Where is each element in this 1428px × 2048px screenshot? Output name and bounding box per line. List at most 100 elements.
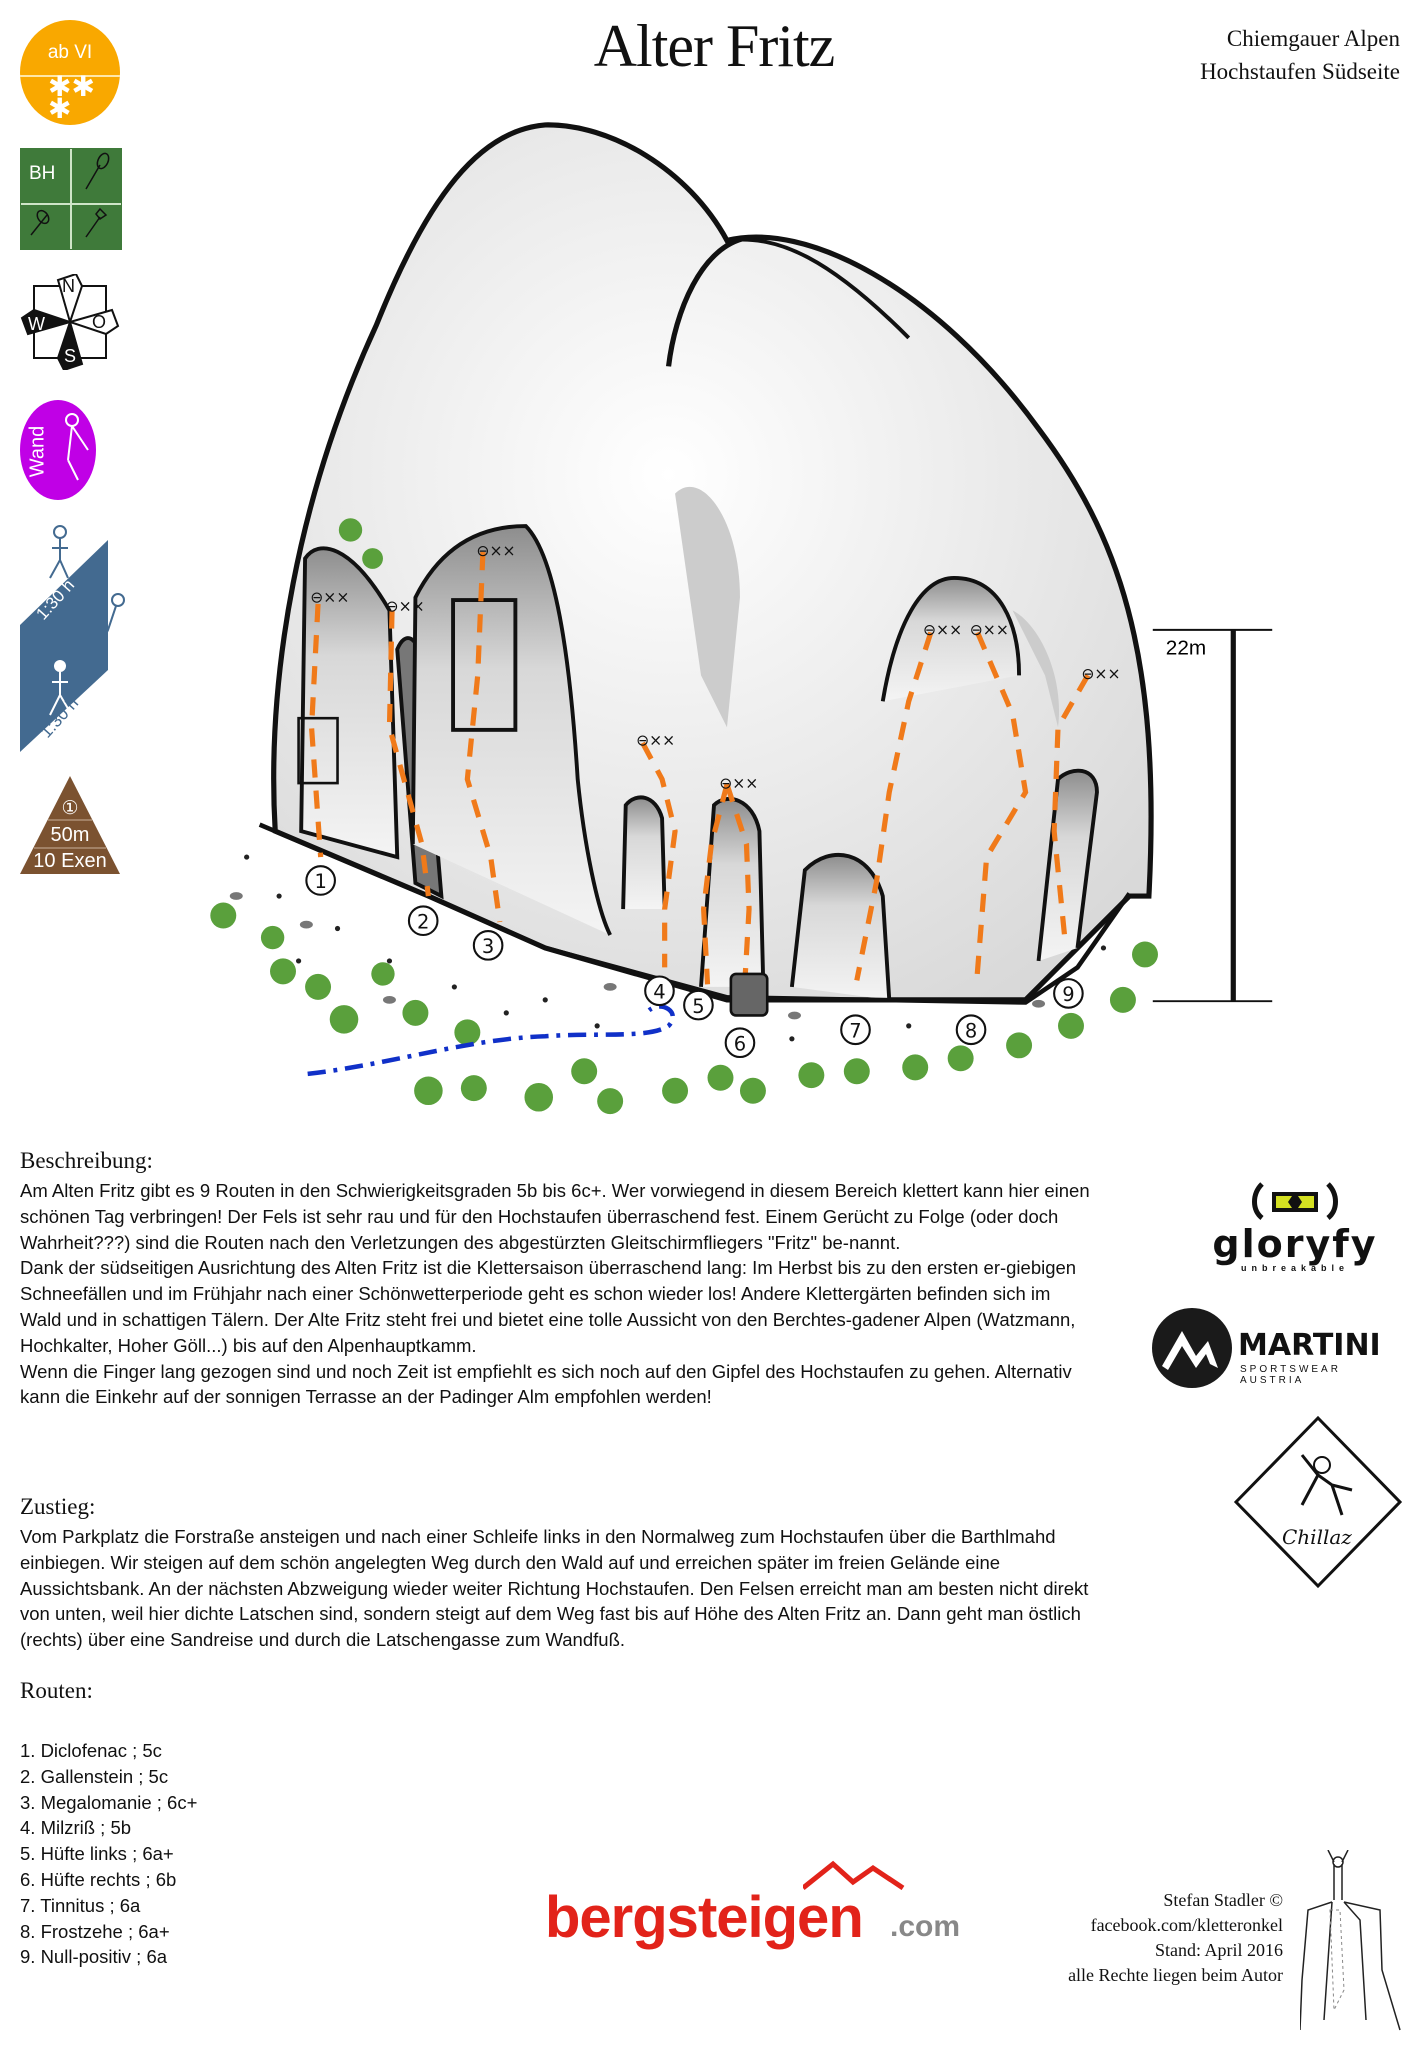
svg-text:⊖××: ⊖××	[923, 621, 962, 639]
rope-length: 50m	[50, 824, 90, 846]
svg-text:⊖××: ⊖××	[310, 589, 349, 607]
route-number-8[interactable]: 8	[965, 1020, 977, 1043]
belay-anchors: ⊖×× ⊖×× ⊖×× ⊖×× ⊖×× ⊖×× ⊖×× ⊖××	[310, 542, 1120, 792]
boulder	[729, 972, 769, 1017]
description-paragraph-2: Dank der südseitigen Ausrichtung des Alt…	[20, 1257, 1077, 1356]
chillaz-logo: Chillaz	[1232, 1415, 1404, 1589]
description-paragraph-3: Wenn die Finger lang gezogen sind und no…	[20, 1360, 1072, 1408]
route-number-4[interactable]: 4	[653, 981, 665, 1004]
route-number-5[interactable]: 5	[692, 995, 704, 1018]
bushes	[210, 518, 1158, 1115]
mountain-icon	[803, 1860, 905, 1890]
height-label: 22m	[1166, 637, 1206, 660]
svg-text:⊖××: ⊖××	[386, 598, 425, 616]
gear-triangle	[20, 776, 120, 874]
route-number-9[interactable]: 9	[1062, 983, 1074, 1006]
route-item: 5. Hüfte links ; 6a+	[20, 1843, 174, 1865]
gloryfy-tagline: unbreakable	[1240, 1263, 1350, 1273]
bergsteigen-name: bergsteigen	[545, 1885, 864, 1950]
compass-n: N	[62, 276, 75, 296]
route-item: 7. Tinnitus ; 6a	[20, 1894, 141, 1916]
bergsteigen-suffix: .com	[890, 1910, 961, 1943]
route-item: 2. Gallenstein ; 5c	[20, 1765, 169, 1787]
svg-text:⊖××: ⊖××	[1081, 665, 1120, 683]
quickdraw-count: 10 Exen	[33, 850, 107, 872]
route-lines	[308, 551, 1091, 988]
topo-drawing: ⊖×× ⊖×× ⊖×× ⊖×× ⊖×× ⊖×× ⊖×× ⊖×× 22m 1 2	[210, 122, 1273, 1115]
rating-stars-icon: ✱✱ ✱	[48, 71, 95, 124]
route-number-1[interactable]: 1	[314, 870, 326, 893]
routes-list: 1. Diclofenac ; 5c 2. Gallenstein ; 5c 3…	[20, 1738, 197, 1970]
summit-climber-icon	[1300, 1850, 1401, 2031]
route-item: 4. Milzriß ; 5b	[20, 1817, 132, 1839]
scree	[229, 854, 1107, 1042]
author-rights: alle Rechte liegen beim Autor	[1068, 1965, 1283, 1985]
grade-label: ab VI	[47, 42, 93, 63]
approach-heading: Zustieg:	[20, 1494, 96, 1519]
description-heading: Beschreibung:	[20, 1148, 153, 1173]
bolt-bh-label: BH	[29, 163, 56, 184]
description-text: Am Alten Fritz gibt es 9 Routen in den S…	[20, 1178, 1090, 1410]
route-number-3[interactable]: 3	[482, 935, 494, 958]
martini-tagline: SPORTSWEAR AUSTRIA	[1240, 1364, 1341, 1386]
routes-heading: Routen:	[20, 1678, 93, 1703]
region-label: Chiemgauer Alpen Hochstaufen Südseite	[1200, 22, 1400, 88]
approach-time-badge: 1:30 h 1:30 h	[18, 520, 128, 752]
grade-badge: ab VI ✱✱ ✱	[20, 20, 120, 125]
gear-badge: ① 50m 10 Exen	[20, 776, 120, 874]
route-line-4	[640, 741, 678, 968]
chillaz-diamond-icon	[1233, 1415, 1403, 1589]
route-line-1	[308, 603, 324, 858]
chillaz-name: Chillaz	[1282, 1525, 1352, 1549]
route-line-8	[973, 631, 1029, 988]
route-item: 6. Hüfte rechts ; 6b	[20, 1868, 177, 1890]
route-item: 9. Null-positiv ; 6a	[20, 1946, 168, 1968]
bolt-hanger-icon	[72, 149, 121, 203]
svg-text:⊖××: ⊖××	[636, 731, 675, 749]
compass-icon: N O S W	[18, 272, 122, 372]
martini-name: MARTINI	[1238, 1328, 1381, 1363]
gloryfy-logo: gloryfy unbreakable	[1190, 1180, 1400, 1273]
svg-text:⊖××: ⊖××	[476, 542, 515, 560]
climber-icon	[65, 413, 89, 481]
piton-icon: keine	[72, 205, 159, 249]
gear-number: ①	[61, 798, 79, 819]
approach-path	[307, 1004, 676, 1077]
approach-text: Vom Parkplatz die Forstraße ansteigen un…	[20, 1526, 1089, 1651]
route-number-markers	[305, 865, 1084, 1059]
author-name: Stefan Stadler ©	[1163, 1890, 1283, 1910]
route-line-6	[724, 783, 752, 977]
svg-text:⊖××: ⊖××	[970, 621, 1009, 639]
grade-divider	[20, 75, 120, 77]
bolt-info-badge: BH keine keine	[20, 148, 159, 250]
region-line-1: Chiemgauer Alpen	[1226, 26, 1400, 51]
route-number-7[interactable]: 7	[849, 1020, 861, 1043]
gloryfy-name: gloryfy	[1212, 1222, 1378, 1266]
author-info: Stefan Stadler © facebook.com/kletteronk…	[1068, 1888, 1283, 1988]
route-item: 1. Diclofenac ; 5c	[20, 1740, 162, 1761]
compass-w: W	[28, 314, 45, 334]
route-line-5	[701, 783, 730, 985]
route-line-7	[854, 631, 934, 981]
author-date: Stand: April 2016	[1154, 1940, 1283, 1960]
page-title: Alter Fritz	[593, 13, 836, 79]
compass-s: S	[64, 346, 77, 366]
compass-o: O	[92, 312, 107, 332]
martini-logo: MARTINI SPORTSWEAR AUSTRIA	[1152, 1306, 1402, 1390]
rock-shading	[675, 486, 1060, 728]
route-number-2[interactable]: 2	[417, 910, 429, 933]
route-number-6[interactable]: 6	[734, 1033, 746, 1056]
gloryfy-mark-icon	[1252, 1182, 1338, 1220]
description-paragraph-1: Am Alten Fritz gibt es 9 Routen in den S…	[20, 1180, 1090, 1253]
svg-text:⊖××: ⊖××	[719, 774, 758, 792]
wall-type-badge: Wand	[20, 400, 96, 500]
author-facebook[interactable]: facebook.com/kletteronkel	[1090, 1915, 1283, 1935]
region-line-2: Hochstaufen Südseite	[1200, 59, 1400, 84]
route-line-3	[464, 551, 503, 923]
route-item: 3. Megalomanie ; 6c+	[20, 1791, 198, 1813]
keine-label-2: keine	[130, 234, 159, 248]
martini-mark-icon	[1152, 1308, 1232, 1388]
roof-feature	[451, 598, 518, 732]
route-item: 8. Frostzehe ; 6a+	[20, 1920, 170, 1942]
roof-feature-small	[297, 716, 339, 785]
